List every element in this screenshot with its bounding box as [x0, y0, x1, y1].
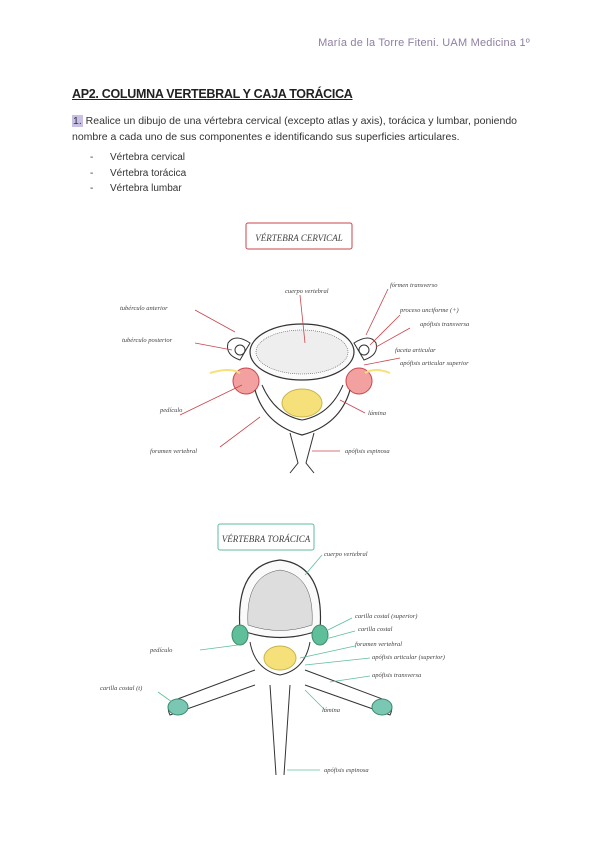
thoracic-heading: VÉRTEBRA TORÁCICA	[222, 534, 311, 544]
label-pediculo-t: pedículo	[149, 647, 173, 654]
label-tuberculo-posterior: tubérculo posterior	[122, 337, 173, 344]
list-item: Vértebra torácica	[90, 168, 186, 184]
label-apofisis-transversa-t: apófisis transversa	[372, 672, 421, 679]
label-proceso-uncinado: proceso unciforme (+)	[399, 307, 459, 314]
label-foramen-vertebral: foramen vertebral	[150, 448, 197, 455]
label-foramen-t: foramen vertebral	[355, 641, 402, 648]
question-body: Realice un dibujo de una vértebra cervic…	[72, 115, 517, 143]
label-apofisis-articular: apófisis articular superior	[400, 360, 469, 367]
label-apofisis-articular-t: apófisis articular (superior)	[372, 654, 445, 661]
label-lamina: lámina	[368, 410, 386, 417]
label-carilla: carilla costal	[358, 626, 393, 633]
label-apofisis-espinosa-t: apófisis espinosa	[324, 767, 369, 774]
list-item: Vértebra lumbar	[90, 183, 186, 199]
label-pediculo: pedículo	[159, 407, 183, 414]
section-title: AP2. COLUMNA VERTEBRAL Y CAJA TORÁCICA	[72, 87, 353, 101]
label-tuberculo-anterior: tubérculo anterior	[120, 305, 168, 312]
label-apofisis-espinosa: apófisis espinosa	[345, 448, 390, 455]
label-carilla-transversa: carilla costal (t)	[100, 685, 142, 692]
question-number: 1.	[72, 115, 83, 127]
label-cuerpo-t: cuerpo vertebral	[324, 551, 368, 558]
label-lamina-t: lámina	[322, 707, 340, 714]
spinal-cord	[282, 389, 322, 417]
thoracic-vertebra-drawing: VÉRTEBRA TORÁCICA cuerpo vertebral caril…	[90, 520, 530, 795]
question-text: 1. Realice un dibujo de una vértebra cer…	[72, 113, 527, 145]
spinal-cord-thoracic	[264, 646, 296, 670]
label-cuerpo: cuerpo vertebral	[285, 288, 329, 295]
label-foramen-transverso: fórmen transverso	[390, 282, 438, 289]
label-faceta: faceta articular	[395, 347, 436, 354]
cervical-heading: VÉRTEBRA CERVICAL	[255, 233, 342, 243]
document-header: María de la Torre Fiteni. UAM Medicina 1…	[318, 37, 530, 49]
cervical-vertebra-drawing: VÉRTEBRA CERVICAL tubérculo anterior tub…	[100, 215, 540, 485]
label-carilla-sup: carilla costal (superior)	[355, 613, 417, 620]
list-item: Vértebra cervical	[90, 152, 186, 168]
vertebra-list: Vértebra cervical Vértebra torácica Vért…	[90, 152, 186, 199]
label-apofisis-transversa: apófisis transversa	[420, 321, 469, 328]
